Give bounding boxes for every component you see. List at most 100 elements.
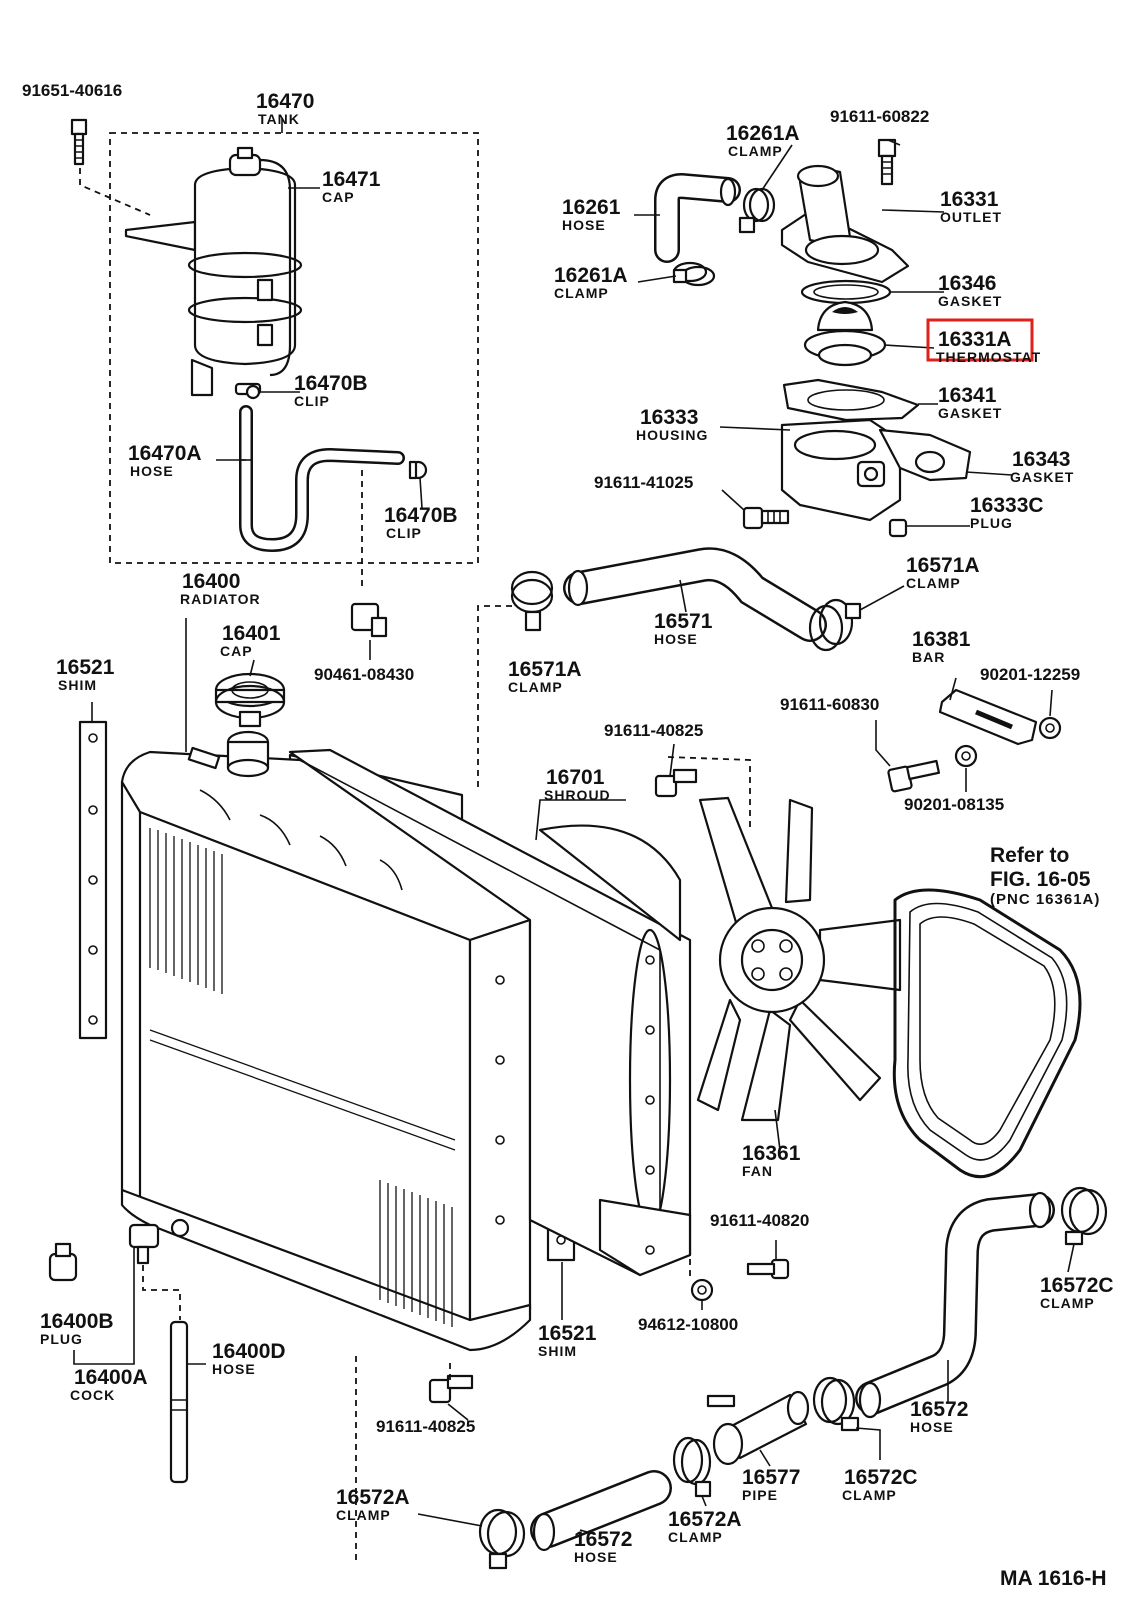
- svg-text:CLAMP: CLAMP: [668, 1529, 723, 1545]
- svg-text:GASKET: GASKET: [1010, 469, 1074, 485]
- nut-90201-12259-icon: [1038, 716, 1062, 740]
- svg-text:PLUG: PLUG: [970, 515, 1013, 531]
- svg-text:PIPE: PIPE: [742, 1487, 778, 1503]
- svg-text:SHIM: SHIM: [58, 677, 97, 693]
- part-label-16331a-highlighted: 16331A THERMOSTAT: [926, 318, 1041, 365]
- diagram-id: MA 1616-H: [1000, 1567, 1107, 1590]
- fan-shroud-16701-icon: [288, 748, 692, 1277]
- svg-text:16572: 16572: [574, 1528, 632, 1551]
- svg-text:16571A: 16571A: [906, 554, 980, 577]
- svg-text:HOSE: HOSE: [212, 1361, 256, 1377]
- overflow-hose-16470a-icon: [239, 405, 405, 553]
- svg-text:GASKET: GASKET: [938, 293, 1002, 309]
- plug-16333c-icon: [888, 518, 908, 538]
- leader-lines: [73, 139, 1075, 1535]
- clamp-16572c-lower-icon: [812, 1376, 860, 1432]
- reserve-tank-icon: [124, 146, 303, 397]
- svg-text:16470B: 16470B: [294, 372, 368, 395]
- svg-text:CAP: CAP: [220, 643, 253, 659]
- bolt-91611-41025-icon: [742, 506, 790, 530]
- svg-text:16571A: 16571A: [508, 658, 582, 681]
- svg-text:16400: 16400: [182, 570, 240, 593]
- svg-text:HOSE: HOSE: [574, 1549, 618, 1565]
- svg-text:OUTLET: OUTLET: [940, 209, 1002, 225]
- code-90461-08430: 90461-08430: [314, 665, 414, 684]
- code-91611-40820: 91611-40820: [710, 1211, 809, 1230]
- clamp-16572a-mid-icon: [672, 1436, 712, 1498]
- drain-hose-16400d-icon: [169, 1320, 189, 1484]
- svg-text:16470: 16470: [256, 90, 314, 113]
- svg-text:16261A: 16261A: [554, 264, 628, 287]
- svg-text:HOSE: HOSE: [910, 1419, 954, 1435]
- svg-text:SHIM: SHIM: [538, 1343, 577, 1359]
- svg-text:16572A: 16572A: [668, 1508, 742, 1531]
- svg-text:HOSE: HOSE: [562, 217, 606, 233]
- clip-16470b-upper-icon: [234, 382, 262, 400]
- clip-16470b-lower-icon: [408, 460, 428, 480]
- v-belt-icon: [892, 888, 1082, 1179]
- svg-text:COCK: COCK: [70, 1387, 115, 1403]
- nut-94612-10800-icon: [690, 1278, 714, 1302]
- svg-text:16333C: 16333C: [970, 494, 1044, 517]
- clamp-16571a-left-icon: [510, 570, 554, 632]
- code-91611-40825-upper: 91611-40825: [604, 721, 703, 740]
- svg-text:CLAMP: CLAMP: [842, 1487, 897, 1503]
- svg-text:16261: 16261: [562, 196, 621, 219]
- water-outlet-16331-icon: [780, 164, 910, 284]
- clamp-16572c-upper-icon: [1060, 1186, 1108, 1246]
- svg-text:16261A: 16261A: [726, 122, 800, 145]
- plug-16400b-icon: [48, 1242, 78, 1282]
- svg-text:CLAMP: CLAMP: [1040, 1295, 1095, 1311]
- radiator-16400-icon: [120, 730, 536, 1352]
- svg-text:CLAMP: CLAMP: [906, 575, 961, 591]
- shim-16521-left-icon: [78, 720, 108, 1040]
- svg-text:CLAMP: CLAMP: [554, 285, 609, 301]
- svg-text:16701: 16701: [546, 766, 605, 789]
- svg-text:16401: 16401: [222, 622, 281, 645]
- bar-16381-icon: [938, 688, 1038, 746]
- water-pipe-16577-icon: [706, 1390, 810, 1466]
- svg-text:16400A: 16400A: [74, 1366, 148, 1389]
- svg-text:THERMOSTAT: THERMOSTAT: [936, 349, 1041, 365]
- svg-text:CLIP: CLIP: [294, 393, 330, 409]
- svg-text:PLUG: PLUG: [40, 1331, 83, 1347]
- svg-text:16341: 16341: [938, 384, 997, 407]
- svg-text:16571: 16571: [654, 610, 713, 633]
- svg-text:HOSE: HOSE: [130, 463, 174, 479]
- cooling-fan-16361-icon: [696, 796, 902, 1122]
- clamp-16572a-left-icon: [478, 1508, 526, 1570]
- svg-text:16331: 16331: [940, 188, 999, 211]
- svg-text:SHROUD: SHROUD: [544, 787, 611, 803]
- clamp-16261a-lower-icon: [672, 261, 716, 287]
- code-91651-40616: 91651-40616: [22, 81, 122, 100]
- svg-text:CLAMP: CLAMP: [336, 1507, 391, 1523]
- svg-text:16343: 16343: [1012, 448, 1070, 471]
- bolt-91611-40825-lower-icon: [428, 1374, 474, 1404]
- svg-text:16572A: 16572A: [336, 1486, 410, 1509]
- code-91611-40825-lower: 91611-40825: [376, 1417, 475, 1436]
- code-91611-60822: 91611-60822: [830, 107, 929, 126]
- clamp-90461-08430-icon: [350, 602, 388, 638]
- code-90201-08135: 90201-08135: [904, 795, 1004, 814]
